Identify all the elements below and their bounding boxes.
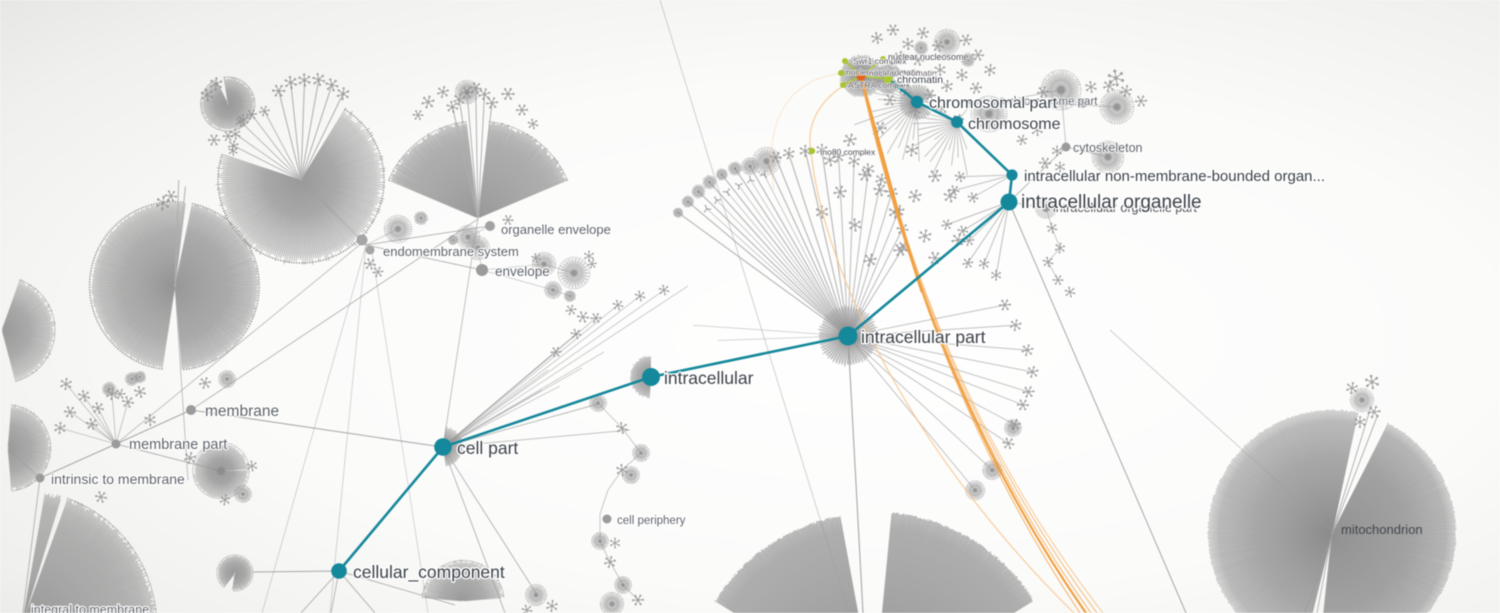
svg-text:intracellular part: intracellular part bbox=[861, 327, 986, 347]
svg-text:cell periphery: cell periphery bbox=[617, 515, 686, 527]
svg-text:Ino80 complex: Ino80 complex bbox=[820, 147, 876, 157]
svg-text:intrinsic to membrane: intrinsic to membrane bbox=[51, 471, 185, 487]
svg-text:integral to membrane: integral to membrane bbox=[31, 603, 149, 613]
svg-text:chromatin: chromatin bbox=[897, 74, 943, 86]
svg-text:intracellular organelle: intracellular organelle bbox=[1021, 192, 1202, 213]
svg-text:nucleolar chromatin: nucleolar chromatin bbox=[846, 67, 920, 77]
svg-text:membrane part: membrane part bbox=[129, 437, 227, 453]
svg-text:intracellular organelle part: intracellular organelle part bbox=[1053, 201, 1197, 215]
svg-text:chromosome part: chromosome part bbox=[1008, 96, 1098, 108]
svg-text:mitochondrion: mitochondrion bbox=[1341, 522, 1423, 537]
svg-text:intracellular: intracellular bbox=[664, 368, 754, 388]
svg-text:organelle envelope: organelle envelope bbox=[501, 222, 611, 237]
svg-text:envelope: envelope bbox=[495, 264, 550, 279]
svg-text:membrane: membrane bbox=[205, 403, 279, 420]
svg-text:intracellular non-membrane-bou: intracellular non-membrane-bounded organ… bbox=[1024, 168, 1325, 185]
svg-text:ASTRA complex: ASTRA complex bbox=[848, 80, 911, 90]
svg-text:nuclear chromatin: nuclear chromatin bbox=[869, 68, 937, 78]
svg-text:Swr1 complex: Swr1 complex bbox=[853, 56, 907, 66]
svg-text:chromosome: chromosome bbox=[968, 116, 1061, 133]
svg-text:chromosomal part: chromosomal part bbox=[929, 95, 1058, 112]
svg-text:nuclear nucleosome: nuclear nucleosome bbox=[888, 52, 969, 62]
svg-text:endomembrane system: endomembrane system bbox=[383, 244, 519, 259]
svg-text:cell part: cell part bbox=[457, 438, 518, 458]
svg-text:cellular_component: cellular_component bbox=[353, 562, 505, 583]
svg-text:cytoskeleton: cytoskeleton bbox=[1073, 141, 1143, 155]
